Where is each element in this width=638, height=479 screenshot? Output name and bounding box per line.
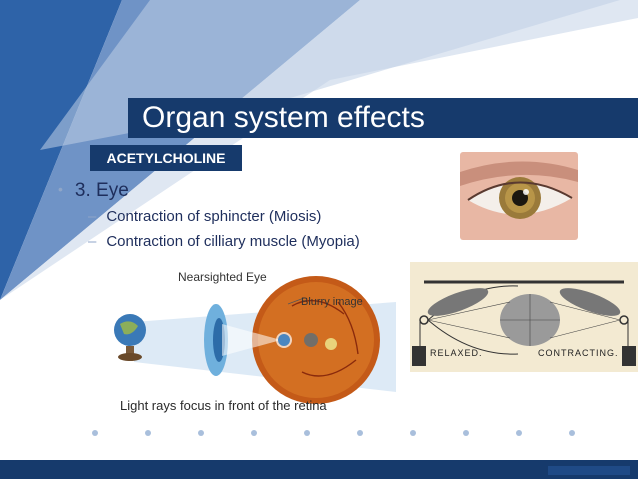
dot	[251, 430, 257, 436]
sub-bullet-myopia: –Contraction of cilliary muscle (Myopia)	[88, 231, 360, 253]
footer-slide-number-area	[548, 466, 630, 475]
dot	[569, 430, 575, 436]
dot	[463, 430, 469, 436]
sub-bullet-text: Contraction of sphincter (Miosis)	[106, 208, 322, 225]
dot	[304, 430, 310, 436]
slide-title: Organ system effects	[128, 98, 638, 138]
sub-bullet-marker: –	[88, 233, 97, 250]
dot	[198, 430, 204, 436]
relaxed-label: RELAXED.	[430, 348, 483, 358]
sub-bullet-text: Contraction of cilliary muscle (Myopia)	[106, 233, 360, 250]
dot	[145, 430, 151, 436]
contracting-label: CONTRACTING.	[538, 348, 619, 358]
blurry-image-label: Blurry image	[301, 296, 363, 308]
dot	[410, 430, 416, 436]
acetylcholine-badge: ACETYLCHOLINE	[90, 145, 242, 171]
decorative-dots	[92, 427, 592, 439]
dot	[92, 430, 98, 436]
dot	[516, 430, 522, 436]
nearsighted-eye-diagram	[114, 276, 396, 404]
bullet-eye: • 3. Eye	[58, 177, 129, 203]
nearsighted-eye-heading: Nearsighted Eye	[178, 270, 267, 284]
eye-photo	[460, 152, 578, 240]
sub-bullet-miosis: –Contraction of sphincter (Miosis)	[88, 206, 321, 228]
footer-bar	[0, 460, 638, 479]
light-rays-caption: Light rays focus in front of the retina	[120, 398, 327, 413]
ciliary-muscle-diagram	[410, 262, 638, 372]
sub-bullet-marker: –	[88, 208, 97, 225]
bullet-marker: •	[58, 181, 63, 197]
dot	[357, 430, 363, 436]
bullet-eye-text: 3. Eye	[74, 180, 129, 201]
